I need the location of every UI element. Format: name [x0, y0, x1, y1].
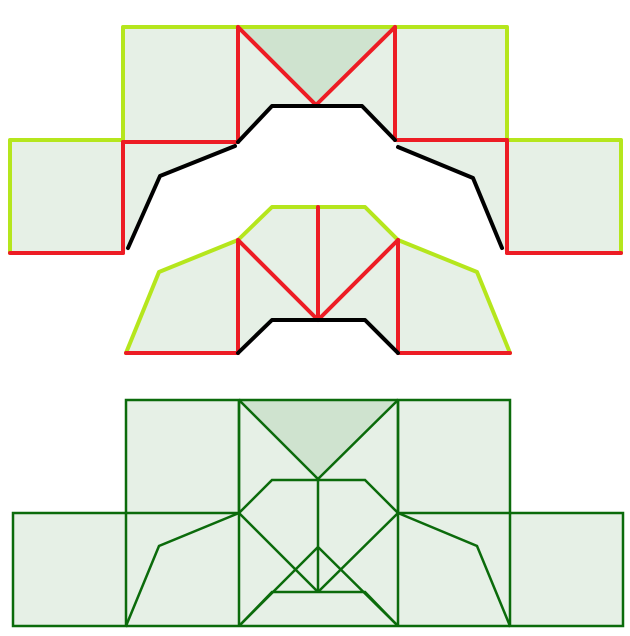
top-net-panel: [8, 25, 623, 255]
top-net-edges: [8, 25, 623, 255]
bottom-square-right: [508, 511, 625, 628]
bottom-diagonal-top-right: [317, 399, 399, 480]
middle-piece-edges: [124, 205, 512, 355]
top-crease-diagonal-right: [314, 25, 397, 107]
bottom-left-flap: [124, 511, 240, 627]
middle-face-right: [398, 240, 510, 353]
middle-crease-diagonal-left: [236, 238, 320, 322]
top-boundary-far-left: [8, 138, 125, 255]
bottom-net-edges: [11, 398, 625, 628]
bottom-middle-diagonal-left: [238, 512, 319, 593]
top-boundary-right: [393, 25, 509, 142]
bottom-face-shaded-triangle: [239, 400, 398, 479]
top-boundary-left: [121, 25, 240, 142]
top-cut-center: [236, 104, 397, 144]
middle-face-left: [126, 240, 238, 353]
top-face-left: [10, 140, 123, 253]
top-face-right-inner: [395, 140, 507, 253]
bottom-diagonal-top-left: [238, 399, 319, 480]
top-cut-right: [396, 145, 504, 250]
middle-boundary-left: [124, 238, 240, 355]
top-net-faces: [10, 27, 621, 253]
top-face-left-inner: [123, 142, 238, 253]
bottom-square-left: [11, 511, 128, 628]
middle-piece-panel: [124, 205, 512, 355]
top-boundary-far-right: [505, 138, 623, 255]
top-face-shaded-triangle: [238, 27, 395, 105]
top-face-right: [507, 140, 621, 253]
bottom-middle-diagonal-right: [317, 512, 399, 593]
middle-boundary-right: [396, 238, 512, 355]
middle-crease-diagonal-right: [316, 238, 400, 322]
top-face-upper-right: [395, 27, 507, 140]
top-face-upper-left: [123, 27, 238, 142]
top-crease-diagonal-left: [236, 25, 318, 107]
top-cut-left: [126, 144, 237, 250]
bottom-net-panel: [11, 398, 625, 628]
bottom-right-flap: [397, 511, 512, 627]
middle-cut-center: [236, 318, 400, 355]
bottom-middle-bottom: [238, 590, 399, 627]
